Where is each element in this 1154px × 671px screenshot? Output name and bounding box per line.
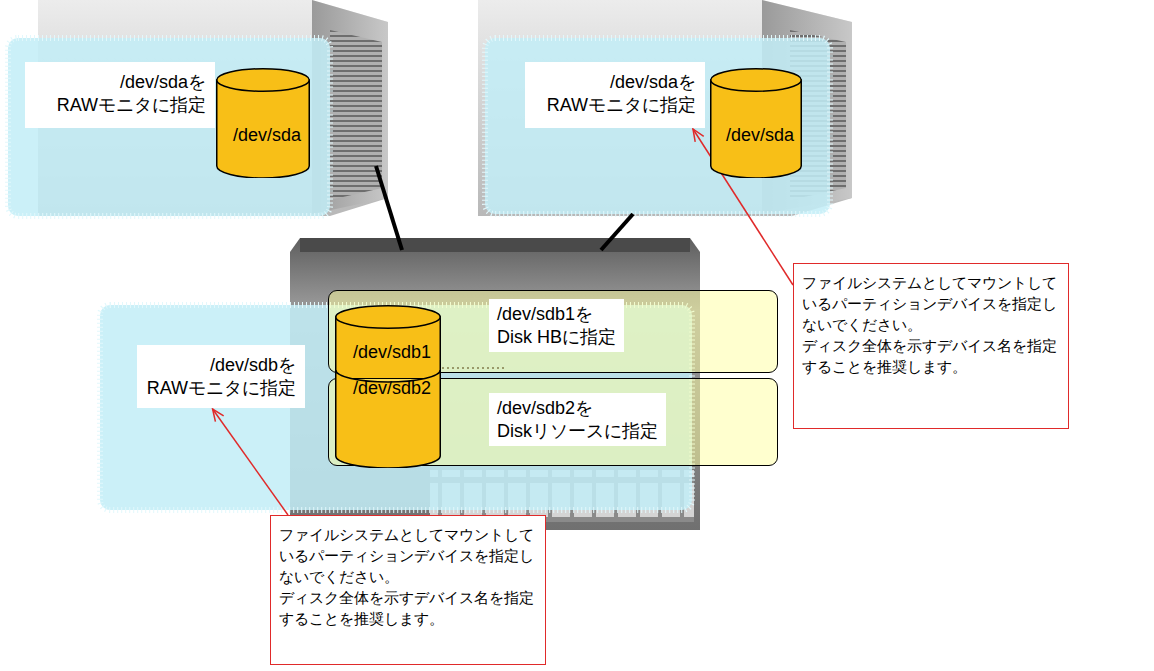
disk-label: /dev/sdb1 (335, 341, 449, 363)
disk-label: /dev/sdb2 (335, 377, 449, 399)
arrow-head (213, 409, 224, 422)
monitor-region (485, 38, 830, 214)
callout-note: ファイルシステムとしてマウントしているパーティションデバイスを指定しないでくださ… (793, 263, 1069, 429)
cylinder-shape (335, 358, 441, 468)
cylinder-top (336, 306, 441, 329)
storage-top-edge (300, 238, 690, 252)
monitor-region (8, 38, 330, 216)
partition-band: /dev/sdb1を Disk HBに指定/dev/sdb1 (328, 290, 778, 373)
disk-label: /dev/sda (710, 124, 810, 146)
disk-cylinder: /dev/sda (216, 68, 318, 178)
disk-cylinder: /dev/sdb2 (335, 358, 449, 468)
note-text: ファイルシステムとしてマウントしているパーティションデバイスを指定しないでくださ… (279, 524, 537, 587)
device-label: /dev/sdbを RAWモニタに指定 (146, 354, 296, 399)
leader-line (213, 409, 288, 515)
server-vent (330, 30, 382, 200)
monitor-region (8, 38, 830, 510)
cylinder-shape (216, 68, 310, 178)
arrow-head (693, 129, 704, 142)
disk-cylinder: /dev/sda (710, 68, 810, 178)
device-label: /dev/sdb1を Disk HBに指定 (489, 299, 624, 352)
disk-cylinder: /dev/sdb1 (335, 305, 449, 385)
device-label: /dev/sdaを RAWモニタに指定 (34, 71, 206, 116)
cylinder-top (711, 69, 802, 92)
label-box: /dev/sdaを RAWモニタに指定 (525, 62, 705, 128)
callout-note: ファイルシステムとしてマウントしているパーティションデバイスを指定しないでくださ… (270, 515, 546, 665)
device-label: /dev/sdaを RAWモニタに指定 (534, 71, 696, 116)
note-text: ディスク全体を示すデバイス名を指定することを推奨します。 (802, 335, 1060, 377)
cable-line (601, 214, 633, 250)
server-top-right (478, 0, 852, 216)
device-label: /dev/sdb2を Diskリソースに指定 (489, 393, 666, 446)
note-text: ファイルシステムとしてマウントしているパーティションデバイスを指定しないでくださ… (802, 272, 1060, 335)
note-text: ディスク全体を示すデバイス名を指定することを推奨します。 (279, 587, 537, 629)
cable-line (376, 166, 402, 250)
disk-label: /dev/sda (216, 124, 318, 146)
server-body (478, 0, 852, 216)
label-box: /dev/sdbを RAWモニタに指定 (137, 345, 305, 408)
cylinder-shape (710, 68, 802, 178)
leader-arrow (213, 409, 288, 515)
cylinder-top (217, 69, 310, 92)
label-box: /dev/sdaを RAWモニタに指定 (25, 62, 215, 128)
partition-band: /dev/sdb2を Diskリソースに指定/dev/sdb2 (328, 378, 778, 466)
